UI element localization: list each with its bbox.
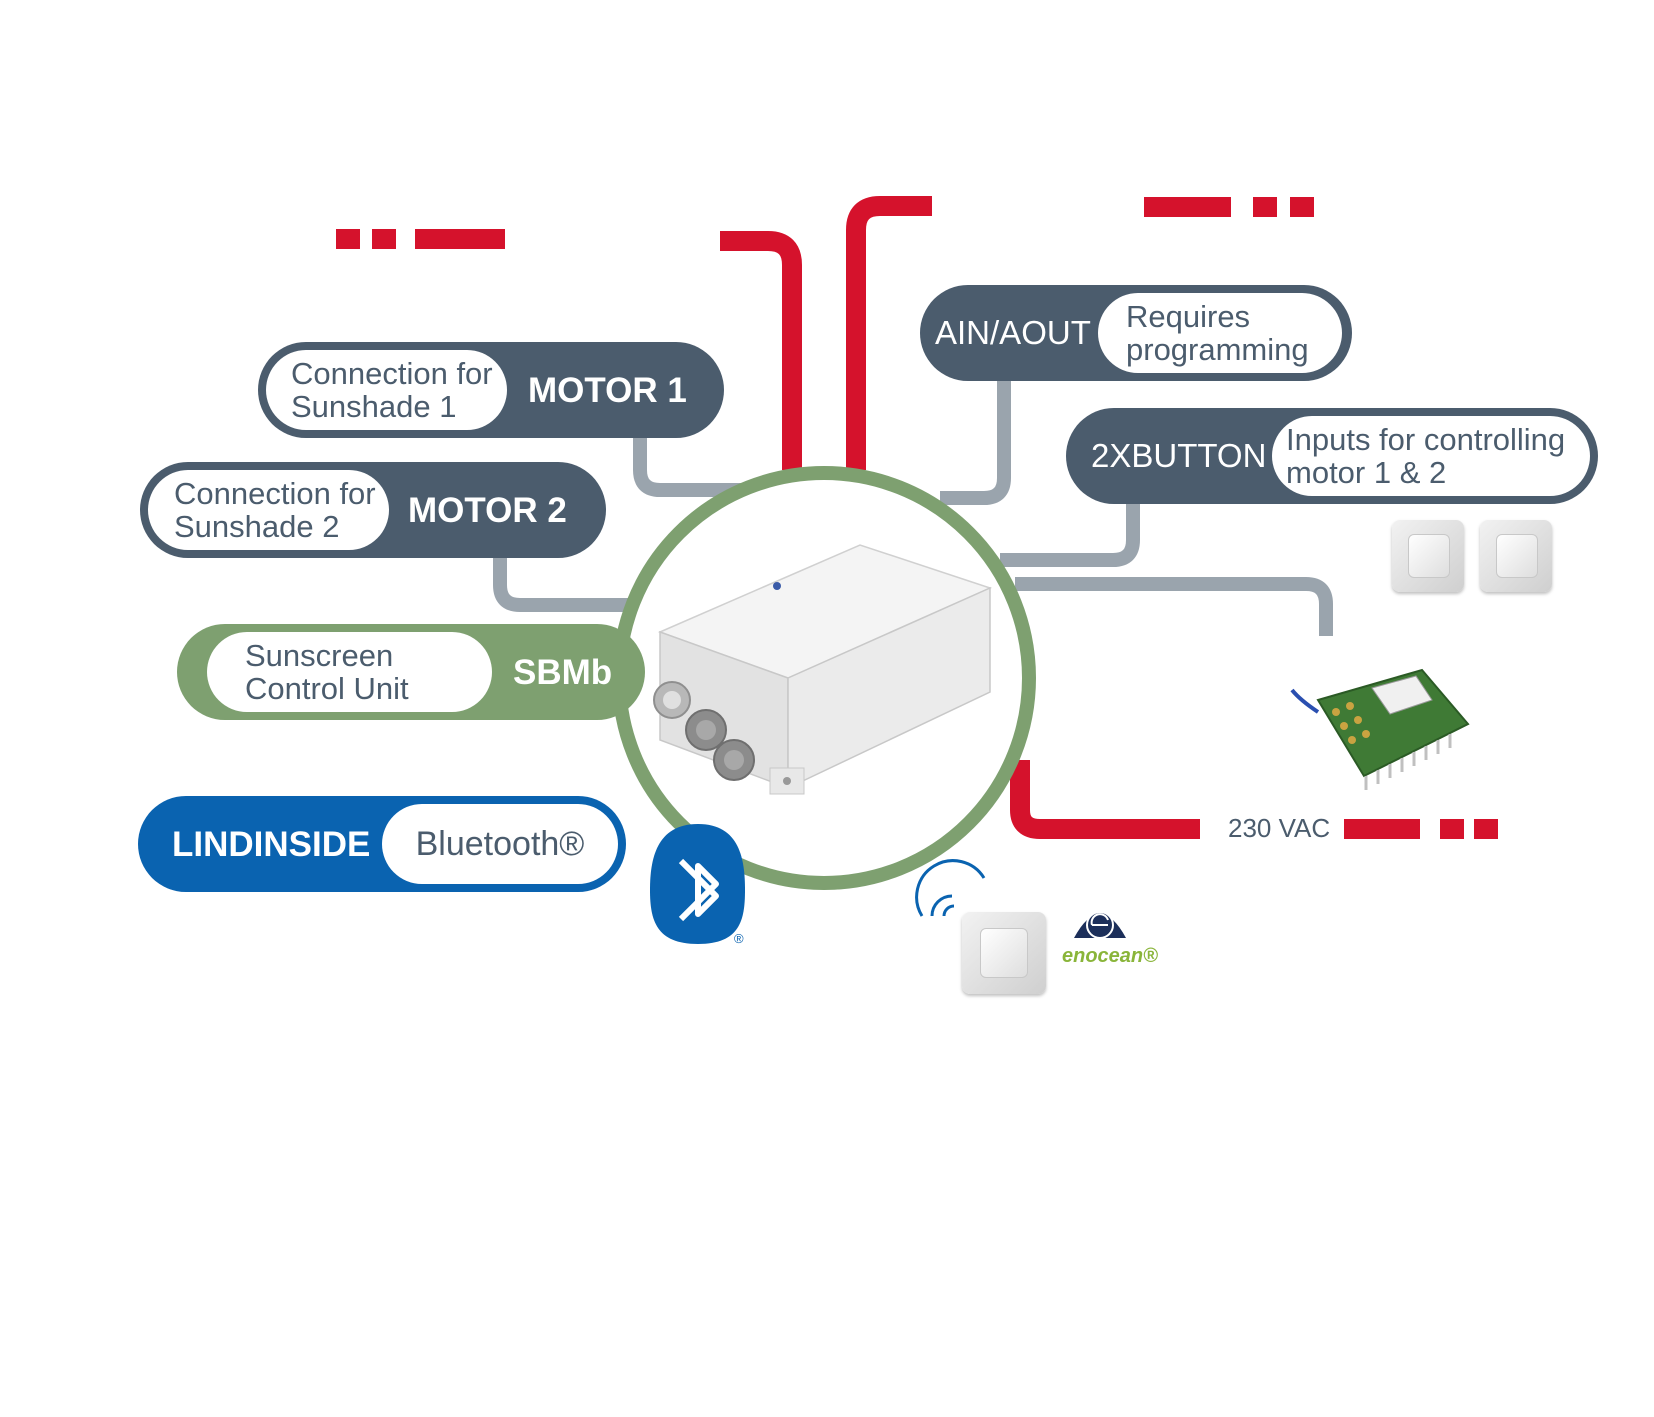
button-input-connector: 2XBUTTON Inputs for controlling motor 1 … [1066, 408, 1598, 504]
bluetooth-icon [650, 824, 745, 944]
motor2-description: Connection for Sunshade 2 [148, 470, 389, 550]
ain-wire [940, 370, 1011, 505]
button-description: Inputs for controlling motor 1 & 2 [1272, 416, 1590, 496]
radio-module-image [1290, 668, 1470, 790]
power-label: 230 VAC [1228, 813, 1331, 843]
bus-cable-left [720, 231, 802, 470]
ain-description: Requires programming [1098, 293, 1342, 373]
enocean-label: enocean® [1062, 945, 1158, 967]
power-line-dashes [1344, 819, 1498, 839]
button-title: 2XBUTTON [1091, 437, 1267, 474]
motor1-wire [633, 430, 760, 497]
motor2-title: MOTOR 2 [408, 491, 567, 530]
motor2-connector: Connection for Sunshade 2 MOTOR 2 [140, 462, 606, 558]
motor1-desc-line2: Sunshade 1 [291, 389, 457, 424]
ain-title: AIN/AOUT [935, 314, 1091, 351]
bus-line-top-right [1144, 197, 1314, 217]
bluetooth-registered-mark: ® [734, 931, 744, 946]
ain-desc-line2: programming [1126, 332, 1309, 367]
button-desc-line1: Inputs for controlling [1286, 422, 1566, 457]
motor2-desc-line1: Connection for [174, 476, 376, 511]
wifi-waves-icon [915, 859, 986, 917]
bluetooth-label: Bluetooth® [415, 824, 585, 863]
sbmb-desc-line2: Control Unit [245, 671, 409, 706]
control-unit-image [653, 544, 993, 795]
motor1-desc-line1: Connection for [291, 356, 493, 391]
button-desc-line2: motor 1 & 2 [1286, 455, 1447, 490]
push-button-icon [1392, 520, 1464, 592]
bus-line-top-left [336, 229, 505, 249]
sbmb-description: Sunscreen Control Unit [207, 632, 492, 712]
motor1-description: Connection for Sunshade 1 [266, 350, 507, 430]
lindinside-title: LINDINSIDE [172, 825, 371, 864]
ain-aout-connector: AIN/AOUT Requires programming [920, 285, 1352, 381]
enocean-logo [1074, 911, 1126, 939]
button-wire [1000, 490, 1140, 567]
motor2-desc-line2: Sunshade 2 [174, 509, 340, 544]
module-wire [1015, 577, 1333, 636]
bus-cable-right [846, 196, 932, 470]
motor1-connector: Connection for Sunshade 1 MOTOR 1 [258, 342, 724, 438]
wireless-switch-icon [962, 912, 1046, 994]
sbmb-unit: Sunscreen Control Unit SBMb [177, 624, 645, 720]
bluetooth-description: Bluetooth® [382, 804, 618, 884]
motor2-wire [493, 548, 650, 612]
sbmb-title: SBMb [513, 653, 613, 692]
ain-desc-line1: Requires [1126, 299, 1251, 334]
lindinside-bluetooth: LINDINSIDE Bluetooth® [138, 796, 626, 892]
sbmb-desc-line1: Sunscreen [245, 638, 394, 673]
motor1-title: MOTOR 1 [528, 371, 687, 410]
push-button-icon [1480, 520, 1552, 592]
power-cable [1010, 760, 1200, 839]
